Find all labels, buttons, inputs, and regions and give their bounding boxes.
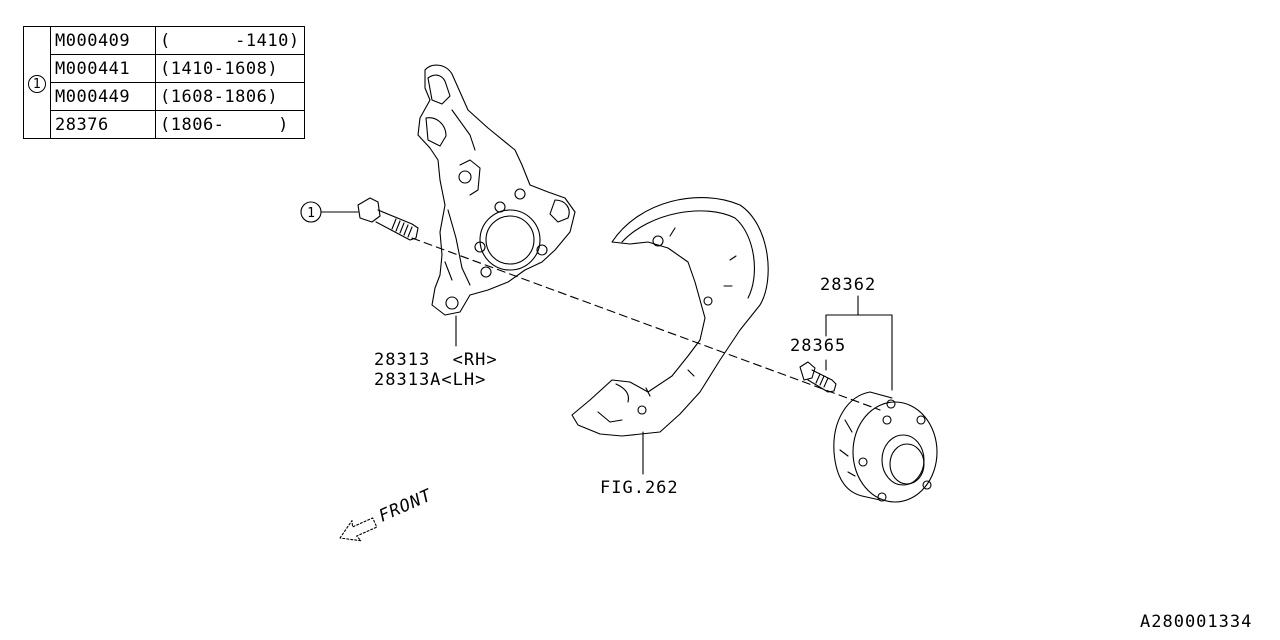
front-label: FRONT — [376, 485, 436, 526]
table-row: M000441 (1410-1608) — [24, 54, 305, 83]
bolt-ref-marker: 1 — [307, 206, 315, 221]
hub-bolt-label: 28365 — [790, 336, 847, 356]
table-row: 1 M000409 ( -1410) — [23, 26, 305, 139]
knuckle-lh-label: 28313A<LH> — [374, 370, 487, 390]
parts-table: 1 M000409 ( -1410) M000441 (1410-1608) M… — [23, 26, 305, 139]
knuckle-bolt — [300, 197, 419, 241]
part-number: 28376 — [50, 110, 156, 139]
hub-assembly — [833, 391, 938, 503]
date-range: (1608-1806) — [155, 82, 305, 111]
ref-marker: 1 — [28, 74, 46, 93]
leader-lines — [455, 295, 893, 475]
date-range: (1806- ) — [155, 110, 305, 139]
dust-cover — [571, 197, 769, 437]
table-row: M000449 (1608-1806) — [24, 82, 305, 111]
steering-knuckle — [417, 64, 576, 316]
hub-bolt — [799, 361, 837, 393]
part-number: M000441 — [50, 54, 156, 83]
hub-assembly-label: 28362 — [820, 275, 877, 295]
ref-cell: 1 — [23, 26, 51, 139]
date-range: ( -1410) — [155, 26, 305, 55]
dust-cover-label: FIG.262 — [600, 478, 679, 498]
part-number: M000409 — [50, 26, 156, 55]
knuckle-rh-label: 28313 <RH> — [374, 350, 498, 370]
date-range: (1410-1608) — [155, 54, 305, 83]
table-row: 28376 (1806- ) — [24, 110, 305, 139]
part-number: M000449 — [50, 82, 156, 111]
front-arrow-icon — [339, 517, 378, 542]
diagram-id: A280001334 — [1140, 612, 1253, 632]
assembly-axis-line — [411, 237, 881, 411]
